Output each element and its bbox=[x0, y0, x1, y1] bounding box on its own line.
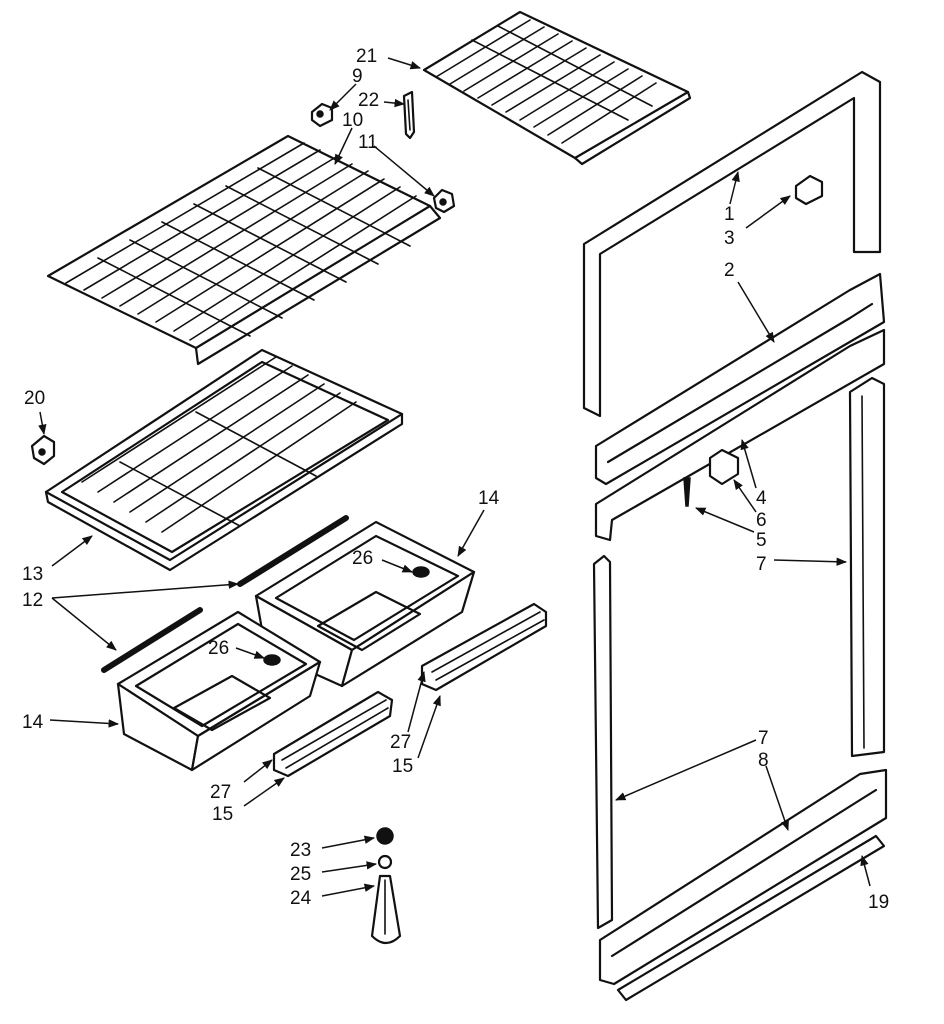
part-labels: 21 9 22 10 11 20 13 12 14 26 26 14 27 15… bbox=[22, 46, 889, 913]
label-12: 12 bbox=[22, 590, 43, 611]
door-stop-6 bbox=[708, 448, 740, 486]
label-4: 4 bbox=[756, 488, 767, 509]
label-11: 11 bbox=[358, 132, 378, 153]
leader-lines bbox=[38, 57, 871, 897]
rail-12-left bbox=[101, 607, 203, 673]
label-8: 8 bbox=[758, 750, 769, 771]
trim-7-left bbox=[592, 554, 614, 930]
support-20 bbox=[30, 434, 56, 466]
strip-19 bbox=[616, 834, 886, 1002]
freezer-wire-shelf-21 bbox=[422, 10, 692, 166]
label-20: 20 bbox=[24, 388, 45, 409]
label-27-right: 27 bbox=[390, 732, 411, 753]
label-14-left: 14 bbox=[22, 712, 44, 733]
label-10: 10 bbox=[342, 110, 363, 131]
label-5: 5 bbox=[756, 530, 767, 551]
screw-5 bbox=[683, 477, 691, 507]
label-1: 1 bbox=[724, 204, 735, 225]
stop-26-right bbox=[412, 566, 430, 578]
trim-7-right bbox=[848, 376, 886, 758]
label-26-left: 26 bbox=[208, 638, 229, 659]
label-7-bottom: 7 bbox=[758, 728, 769, 749]
label-13: 13 bbox=[22, 564, 43, 585]
trim-2 bbox=[594, 272, 886, 486]
label-9: 9 bbox=[352, 66, 363, 87]
label-27-left: 27 bbox=[210, 782, 231, 803]
leg-24 bbox=[370, 874, 402, 945]
rail-12-right bbox=[237, 515, 349, 587]
shelf-support-9 bbox=[310, 102, 334, 128]
label-7-top: 7 bbox=[756, 554, 767, 575]
label-23: 23 bbox=[290, 840, 311, 861]
label-26-right: 26 bbox=[352, 548, 373, 569]
label-19: 19 bbox=[868, 892, 889, 913]
door-stop-3 bbox=[794, 174, 824, 206]
nut-25 bbox=[377, 854, 393, 870]
shelf-13 bbox=[44, 348, 404, 572]
crisper-drawer-14-left bbox=[116, 610, 322, 772]
label-2: 2 bbox=[724, 260, 735, 281]
freezer-door-trim-1 bbox=[582, 70, 882, 418]
crisper-drawer-14-right bbox=[254, 520, 476, 688]
shelf-support-11 bbox=[432, 188, 456, 214]
label-3: 3 bbox=[724, 228, 735, 249]
bracket-22 bbox=[402, 90, 416, 140]
label-15-right: 15 bbox=[392, 756, 413, 777]
slide-27-15-right bbox=[420, 602, 548, 692]
label-25: 25 bbox=[290, 864, 311, 885]
stop-26-left bbox=[263, 654, 281, 666]
label-15-left: 15 bbox=[212, 804, 233, 825]
label-21: 21 bbox=[356, 46, 377, 67]
label-14-right: 14 bbox=[478, 488, 500, 509]
slide-27-15-left bbox=[272, 690, 394, 778]
label-24: 24 bbox=[290, 888, 312, 909]
label-6: 6 bbox=[756, 510, 767, 531]
cap-23 bbox=[376, 827, 394, 845]
label-22: 22 bbox=[358, 90, 379, 111]
trim-8 bbox=[598, 768, 888, 986]
wire-shelf-10 bbox=[46, 134, 442, 366]
